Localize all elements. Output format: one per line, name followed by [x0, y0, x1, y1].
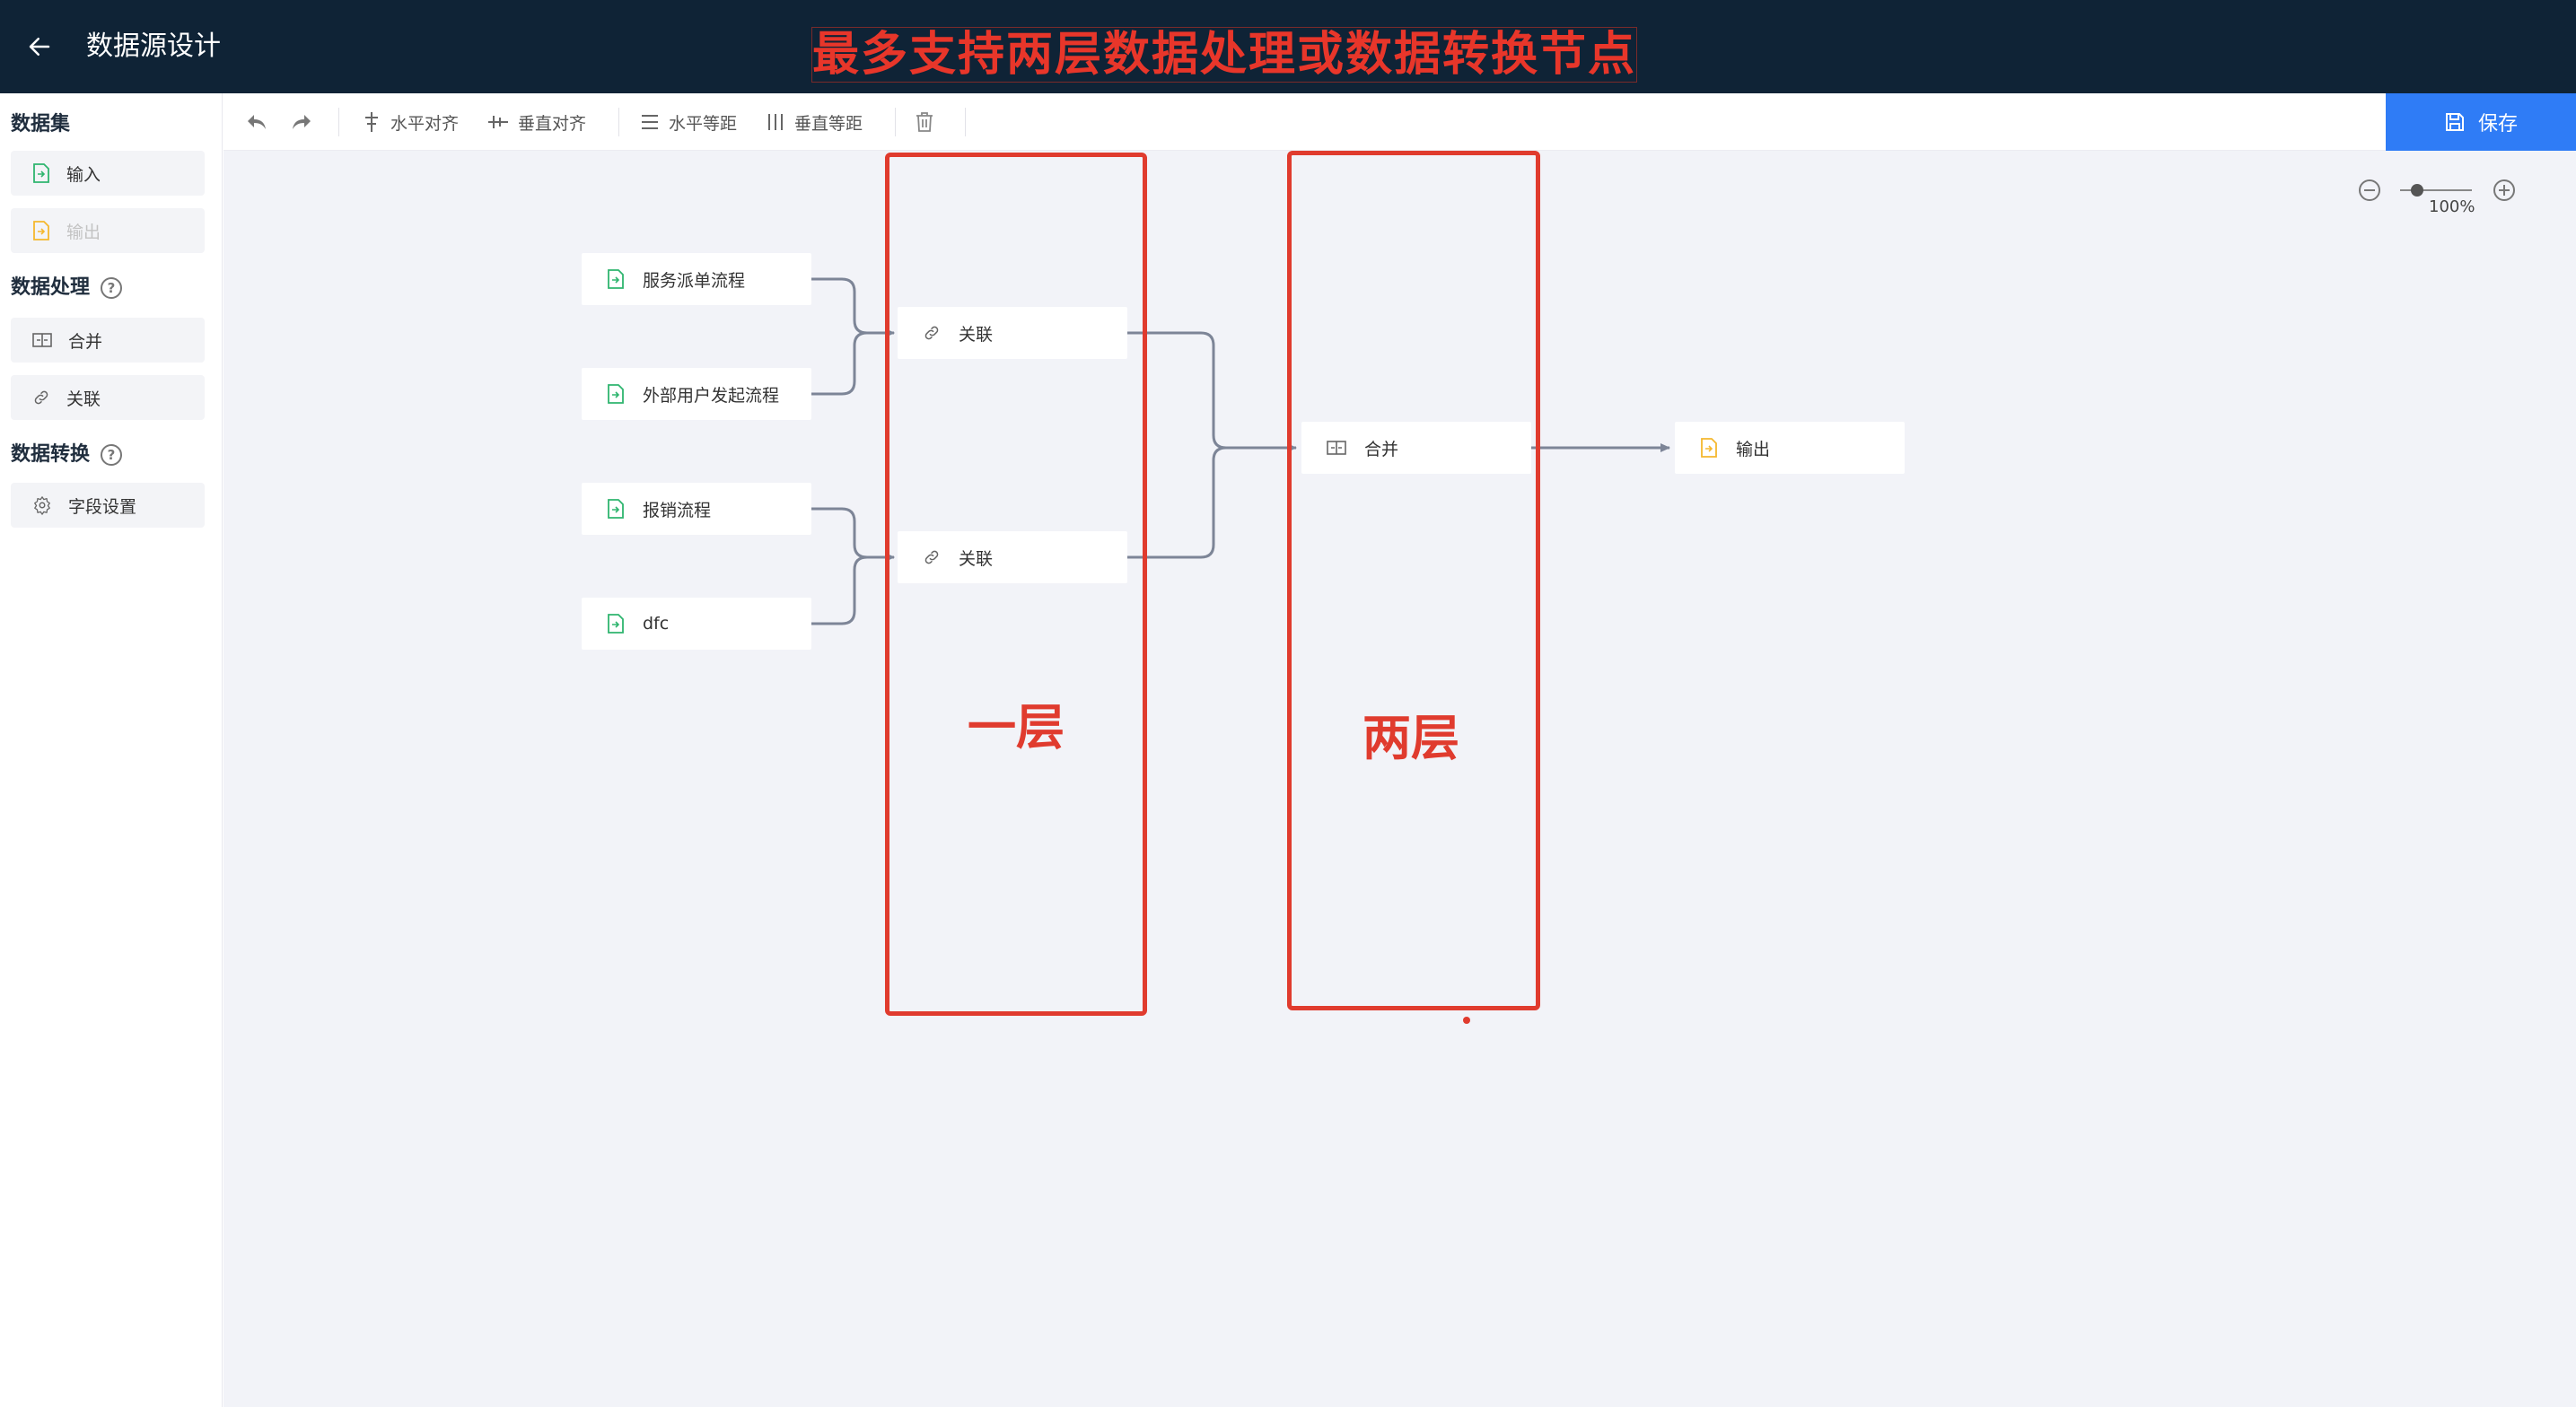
- sidebar-item-output: 输出: [11, 208, 205, 253]
- trash-icon: [916, 112, 933, 132]
- zoom-slider-track[interactable]: [2400, 189, 2472, 191]
- back-button[interactable]: [18, 25, 61, 68]
- gear-icon: [34, 496, 50, 515]
- file-input-icon: [608, 614, 624, 634]
- file-output-icon: [1701, 438, 1717, 458]
- toolbar-divider: [338, 108, 339, 136]
- annotation-label-layer2: 两层: [1362, 710, 1459, 766]
- node-merge[interactable]: 合并: [1301, 422, 1531, 474]
- align-vertical-button[interactable]: 垂直对齐: [487, 104, 586, 140]
- node-label: 报销流程: [643, 500, 712, 520]
- arrow-left-icon: [29, 38, 50, 56]
- distribute-vertical-button[interactable]: 垂直等距: [766, 104, 863, 140]
- delete-button[interactable]: [915, 104, 934, 140]
- section-title-transform: 数据转换 ?: [11, 441, 123, 468]
- undo-button[interactable]: [245, 104, 268, 140]
- redo-button[interactable]: [290, 104, 313, 140]
- node-input-external-user[interactable]: 外部用户发起流程: [582, 368, 811, 420]
- annotation-box-layer1: [885, 153, 1147, 1016]
- node-join-1[interactable]: 关联: [898, 307, 1127, 359]
- save-button-label: 保存: [2477, 113, 2518, 135]
- annotation-dot: [1463, 1017, 1470, 1024]
- sidebar-item-merge[interactable]: 合并: [11, 318, 205, 363]
- toolbar-divider: [618, 108, 619, 136]
- link-icon: [34, 390, 48, 405]
- redo-icon: [293, 115, 311, 129]
- sidebar-item-label: 合并: [68, 331, 103, 352]
- merge-icon: [1327, 441, 1346, 455]
- page-title: 数据源设计: [86, 31, 221, 62]
- distribute-vertical-label: 垂直等距: [794, 113, 863, 134]
- zoom-out-icon[interactable]: [2357, 178, 2382, 203]
- section-title-dataset: 数据集: [11, 111, 70, 138]
- merge-icon: [32, 333, 52, 347]
- node-join-2[interactable]: 关联: [898, 531, 1127, 583]
- sidebar-item-input[interactable]: 输入: [11, 151, 205, 196]
- zoom-in-icon[interactable]: [2492, 178, 2517, 203]
- flow-canvas[interactable]: [223, 151, 2576, 1407]
- sidebar-item-label: 字段设置: [68, 496, 137, 517]
- section-title-dataset-label: 数据集: [11, 113, 71, 135]
- section-title-transform-label: 数据转换: [11, 443, 91, 466]
- zoom-slider-handle[interactable]: [2411, 184, 2423, 197]
- node-input-dfc[interactable]: dfc: [582, 598, 811, 650]
- bottom-strip: [0, 1407, 2576, 1416]
- link-icon: [924, 326, 939, 340]
- save-button[interactable]: 保存: [2386, 93, 2576, 151]
- node-label: 关联: [959, 324, 994, 345]
- file-input-icon: [608, 499, 624, 519]
- sidebar-item-join[interactable]: 关联: [11, 375, 205, 420]
- section-title-processing: 数据处理 ?: [11, 275, 123, 302]
- app-header: 数据源设计 最多支持两层数据处理或数据转换节点: [0, 0, 2576, 93]
- align-horizontal-label: 水平对齐: [390, 113, 460, 134]
- align-horizontal-button[interactable]: 水平对齐: [362, 104, 459, 140]
- distribute-horizontal-icon: [642, 115, 658, 129]
- node-label: 输出: [1736, 439, 1771, 459]
- help-icon[interactable]: ?: [101, 277, 123, 299]
- file-input-icon: [608, 384, 624, 404]
- node-palette-sidebar: 数据集 输入 输出 数据处理 ? 合并 关联 数据转换 ? 字段设置: [0, 93, 223, 1416]
- sidebar-item-label: 输出: [66, 222, 101, 242]
- sidebar-item-label: 输入: [66, 164, 101, 185]
- annotation-banner: 最多支持两层数据处理或数据转换节点: [811, 27, 1637, 83]
- distribute-vertical-icon: [768, 114, 783, 130]
- annotation-box-layer2: [1287, 151, 1540, 1010]
- node-output[interactable]: 输出: [1675, 422, 1905, 474]
- node-label: dfc: [643, 614, 670, 634]
- file-input-icon: [33, 163, 49, 183]
- link-icon: [924, 550, 939, 564]
- file-input-icon: [608, 269, 624, 289]
- toolbar-divider: [895, 108, 896, 136]
- align-vertical-icon: [488, 116, 508, 128]
- distribute-horizontal-button[interactable]: 水平等距: [640, 104, 737, 140]
- align-horizontal-icon: [365, 112, 378, 132]
- floppy-disk-icon: [2445, 113, 2464, 131]
- node-label: 服务派单流程: [643, 270, 746, 291]
- distribute-horizontal-label: 水平等距: [669, 113, 738, 134]
- align-vertical-label: 垂直对齐: [518, 113, 587, 134]
- annotation-label-layer1: 一层: [968, 699, 1065, 756]
- node-label: 关联: [959, 548, 994, 569]
- section-title-processing-label: 数据处理: [11, 276, 91, 299]
- sidebar-item-field-settings[interactable]: 字段设置: [11, 483, 205, 528]
- node-label: 外部用户发起流程: [643, 385, 780, 406]
- file-output-icon: [33, 221, 49, 240]
- toolbar-divider: [965, 108, 966, 136]
- help-icon[interactable]: ?: [101, 444, 123, 466]
- node-label: 合并: [1364, 439, 1399, 459]
- editor-toolbar: 水平对齐 垂直对齐 水平等距 垂直等距: [223, 93, 2576, 151]
- zoom-level-label: 100%: [2429, 197, 2475, 216]
- node-input-reimbursement[interactable]: 报销流程: [582, 483, 811, 535]
- node-input-service-dispatch[interactable]: 服务派单流程: [582, 253, 811, 305]
- undo-icon: [248, 115, 266, 129]
- sidebar-item-label: 关联: [66, 389, 101, 409]
